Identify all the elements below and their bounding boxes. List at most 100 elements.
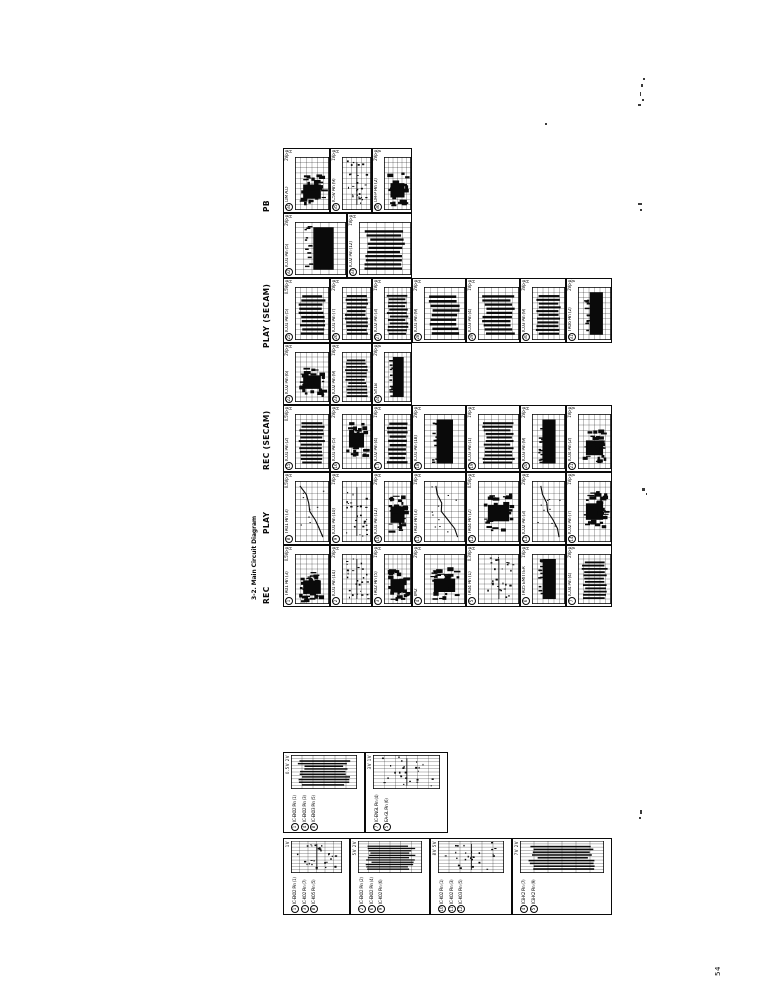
cell-label: TR04 Pin (2) (468, 509, 473, 534)
waveform-plot (577, 287, 611, 340)
cell-number: 9 (377, 905, 385, 913)
cell-label: TR04 Pin (1) (468, 571, 473, 596)
cell-number: 16 (332, 462, 340, 470)
cell-number: 3 (300, 905, 309, 913)
cell-label: TR06 Pin (2) (568, 307, 573, 332)
time-annotation: V (571, 547, 577, 550)
waveform-plot (341, 352, 371, 402)
time-annotation: H (377, 407, 383, 410)
time-annotation: H (417, 407, 423, 410)
cell-number: 10 (438, 905, 446, 913)
waveform-plot (358, 222, 411, 275)
waveform-plot (341, 481, 371, 542)
cell-number: 7 (373, 823, 381, 831)
page-number: 54 (714, 966, 722, 976)
waveform-plot (341, 414, 371, 469)
cell-label: IC01 Pin (9) (414, 308, 419, 332)
cell-number: 9 (332, 535, 340, 543)
time-annotation: H (335, 407, 341, 410)
cell-label: IC01 Pin (12) (374, 508, 379, 534)
time-annotation: H (377, 280, 383, 283)
waveform-plot (531, 414, 565, 469)
cell-number: 20 (522, 462, 530, 470)
cell-number: 22 (285, 395, 293, 403)
cell-number: 8 (310, 823, 318, 831)
time-annotation: H (335, 474, 341, 477)
scan-speck (640, 810, 642, 814)
time-annotation: H (288, 215, 294, 218)
time-annotation: H (471, 547, 477, 550)
time-annotation: H (377, 474, 383, 477)
column-header: PLAY (SECAM) (262, 283, 271, 348)
time-annotation: H (525, 280, 531, 283)
waveform-plot (531, 554, 565, 604)
cell-number: 25 (285, 333, 293, 341)
cell-number: 23 (332, 395, 340, 403)
cell-label: TR01 Pin (3) (285, 509, 290, 534)
scan-speck (643, 78, 645, 80)
waveform-plot (341, 287, 371, 340)
time-annotation: V (377, 150, 383, 153)
waveform-plot (383, 414, 411, 469)
waveform-plot (291, 841, 342, 874)
cell-number: 21 (568, 462, 576, 470)
cell-label: IC-EK02 Pin (4) (368, 877, 374, 904)
cell-label: IC8-K2 Pin (9) (530, 879, 536, 904)
cell-label: IC-EK02 Pin (1) (292, 877, 297, 904)
cell-label: IC5V Pin (9) (332, 178, 337, 202)
cell-number: 4 (520, 905, 528, 913)
cell-number: 1 (291, 823, 299, 831)
scan-speck (638, 203, 642, 205)
waveform-plot (477, 414, 519, 469)
cell-label: IC-EK02 Pin (3) (301, 795, 307, 822)
waveform-plot (423, 554, 465, 604)
cell-number: 2 (358, 905, 366, 913)
waveform-plot (358, 841, 422, 874)
cell-label: IC-K03 Pin (5) (458, 879, 463, 904)
time-annotation: H (525, 474, 531, 477)
cell-label: IC01 Pin (7) (332, 308, 337, 332)
cell-label: IC02 Pin (6) (285, 370, 290, 394)
